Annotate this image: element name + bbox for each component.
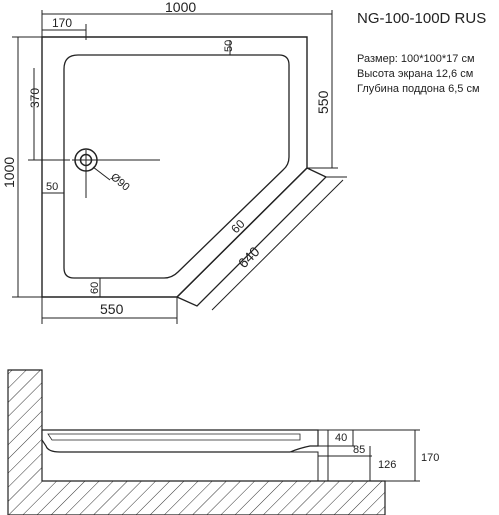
dim-85: 85 (353, 444, 365, 456)
dim-170: 170 (421, 452, 439, 464)
spec-size: Размер: 100*100*17 см (357, 53, 475, 65)
model-title: NG-100-100D RUS (357, 10, 487, 27)
dim-diagonal: 640 (235, 243, 263, 271)
dim-rim-top: 50 (223, 40, 235, 52)
dim-left-height: 1000 (1, 157, 17, 188)
plan-view: 1000 170 1000 370 550 550 640 50 50 60 6… (1, 0, 347, 324)
tray-section (41, 429, 319, 453)
dim-drain-diameter: Ø90 (108, 171, 132, 194)
screen-panel (175, 167, 328, 307)
dim-right-side: 550 (315, 90, 331, 114)
drain-icon (72, 148, 160, 198)
dim-rim-left: 50 (46, 181, 58, 193)
dim-40: 40 (335, 432, 347, 444)
tray-outline (41, 36, 308, 298)
tray-inner-basin (63, 54, 290, 279)
spec-tray-depth: Глубина поддона 6,5 см (357, 83, 480, 95)
dim-drain-offset: 370 (28, 88, 42, 108)
dim-rim-bottom: 60 (89, 282, 101, 294)
dim-top-width: 1000 (165, 0, 196, 15)
dim-bottom-side: 550 (100, 301, 124, 317)
section-view: 40 85 126 170 (7, 369, 439, 515)
spec-screen-height: Высота экрана 12,6 см (357, 68, 474, 80)
dim-126: 126 (378, 459, 396, 471)
support-frame (58, 451, 319, 482)
dim-top-offset: 170 (52, 16, 72, 30)
tray-section-inner (47, 433, 301, 441)
